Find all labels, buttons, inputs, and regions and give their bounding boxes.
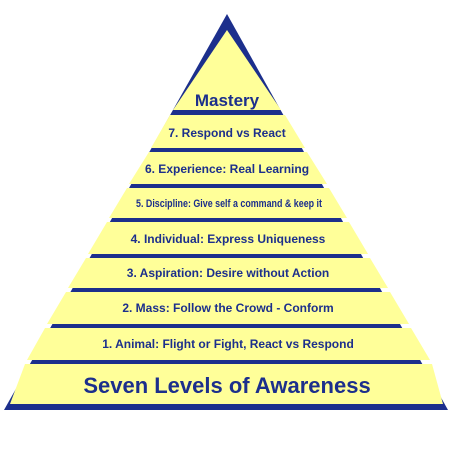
level-band-4	[88, 222, 368, 254]
level-7-label: 7. Respond vs React	[168, 126, 285, 140]
level-band-5	[109, 188, 347, 218]
level-6-label: 6. Experience: Real Learning	[145, 162, 309, 176]
level-5-label: 5. Discipline: Give self a command & kee…	[136, 198, 322, 210]
level-1-label: 1. Animal: Flight or Fight, React vs Res…	[102, 337, 354, 351]
level-band-1	[27, 328, 430, 360]
base-band	[10, 364, 443, 404]
level-band-3	[68, 258, 388, 288]
level-band-7	[151, 115, 305, 148]
apex-region	[173, 30, 281, 110]
level-3-label: 3. Aspiration: Desire without Action	[127, 266, 329, 280]
base-title: Seven Levels of Awareness	[83, 373, 370, 398]
level-band-2	[47, 292, 409, 324]
level-band-6	[129, 152, 327, 184]
level-4-label: 4. Individual: Express Uniqueness	[131, 232, 326, 246]
level-2-label: 2. Mass: Follow the Crowd - Conform	[122, 301, 333, 315]
apex-label: Mastery	[195, 91, 260, 110]
